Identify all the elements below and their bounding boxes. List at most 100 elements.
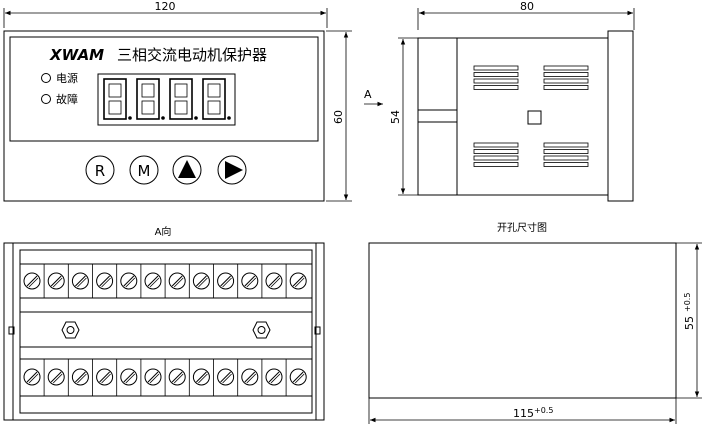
vent-slot: [473, 155, 519, 161]
vent-slot: [543, 142, 589, 148]
screw-head-icon: [192, 368, 210, 386]
cutout-height-tol: +0.5: [683, 293, 692, 312]
hex-nut-icon: [252, 321, 271, 339]
screw-slot-icon: [196, 275, 207, 287]
screw-slot-icon: [171, 275, 183, 287]
screw-slot-icon: [125, 373, 136, 384]
screw-slot-icon: [149, 277, 160, 288]
screw-slot-icon: [220, 275, 231, 287]
decimal-point-icon: [161, 116, 165, 120]
reset-button-label: R: [95, 162, 105, 180]
screw-head-icon: [71, 368, 89, 386]
side-square-hole: [527, 110, 542, 125]
mode-button-label: M: [138, 162, 151, 180]
screw-slot-icon: [28, 373, 39, 384]
vent-slot: [543, 149, 589, 154]
cutout-view: 开孔尺寸图 115 +0.5 55 +0.5: [368, 221, 702, 424]
screw-slot-icon: [268, 371, 280, 383]
terminal-screw: [144, 368, 162, 386]
screw-slot-icon: [220, 371, 231, 383]
screw-slot-icon: [244, 275, 256, 287]
digit-outer: [103, 78, 127, 120]
rear-view-title: A向: [155, 225, 172, 238]
vent-slot: [473, 142, 519, 148]
view-arrow-label: A: [364, 88, 372, 101]
front-width-dim: 120: [155, 0, 176, 13]
up-button[interactable]: [172, 155, 202, 185]
screw-head-icon: [217, 368, 235, 386]
nut-hole-icon: [66, 326, 75, 334]
indicator-label-fault: 故障: [56, 92, 78, 106]
screw-slot-icon: [99, 275, 110, 287]
screw-head-icon: [265, 272, 283, 290]
terminal-screw: [120, 272, 138, 290]
screw-slot-icon: [147, 371, 159, 383]
screw-slot-icon: [123, 275, 135, 287]
terminal-screw: [96, 272, 114, 290]
rear-terminal-block: [19, 249, 313, 414]
side-height-dim: 54: [389, 110, 402, 124]
screw-head-icon: [96, 368, 114, 386]
side-width-dim: 80: [520, 0, 534, 13]
nut-hole-icon: [257, 326, 266, 334]
side-view: 80 54 A: [364, 0, 635, 202]
screw-slot-icon: [77, 277, 87, 288]
screw-slot-icon: [270, 277, 281, 288]
seven-seg-digit: [169, 78, 198, 120]
decimal-point-icon: [128, 116, 132, 120]
screw-slot-icon: [294, 277, 305, 288]
reset-button[interactable]: R: [85, 155, 115, 185]
vent-slot: [543, 65, 589, 71]
screw-slot-icon: [173, 277, 184, 288]
decimal-point-icon: [227, 116, 231, 120]
terminal-screw: [241, 368, 259, 386]
seven-seg-digits: [103, 78, 231, 120]
screw-head-icon: [120, 368, 138, 386]
screw-slot-icon: [101, 277, 111, 288]
terminal-screw: [241, 272, 259, 290]
screw-head-icon: [120, 272, 138, 290]
terminal-screw: [289, 368, 307, 386]
screw-head-icon: [23, 368, 41, 386]
digit-inner-top: [108, 83, 122, 98]
screw-slot-icon: [294, 373, 305, 384]
screw-slot-icon: [292, 275, 304, 287]
right-button[interactable]: [217, 155, 247, 185]
screw-head-icon: [144, 272, 162, 290]
screw-head-icon: [265, 368, 283, 386]
screw-slot-icon: [50, 275, 62, 287]
mount-nut-right: [252, 321, 271, 339]
screw-slot-icon: [268, 275, 280, 287]
screw-head-icon: [47, 272, 65, 290]
screw-head-icon: [241, 368, 259, 386]
fault-led-icon: [41, 94, 51, 104]
screw-head-icon: [192, 272, 210, 290]
screw-slot-icon: [99, 371, 110, 383]
screw-head-icon: [23, 272, 41, 290]
screw-head-icon: [289, 272, 307, 290]
vent-slot: [473, 65, 519, 71]
vent-slot: [543, 85, 589, 90]
screw-head-icon: [47, 368, 65, 386]
power-led-icon: [41, 73, 51, 83]
vent-slot: [543, 162, 589, 167]
terminal-screw: [23, 272, 41, 290]
digit-outer: [169, 78, 193, 120]
screw-slot-icon: [28, 277, 39, 288]
digit-inner-bottom: [141, 100, 155, 115]
right-triangle-icon: [225, 161, 243, 179]
terminal-screw: [217, 368, 235, 386]
screw-head-icon: [289, 368, 307, 386]
screw-slot-icon: [77, 373, 87, 384]
rear-outline: [3, 242, 325, 421]
up-button-circle: [172, 155, 202, 185]
screw-head-icon: [71, 272, 89, 290]
mode-button[interactable]: M: [129, 155, 159, 185]
vent-slot: [473, 85, 519, 90]
screw-slot-icon: [246, 277, 257, 288]
screw-slot-icon: [222, 373, 232, 384]
vent-slot: [543, 78, 589, 84]
side-body: [417, 37, 609, 196]
rear-view: A向: [3, 225, 325, 421]
digit-inner-bottom: [174, 100, 188, 115]
